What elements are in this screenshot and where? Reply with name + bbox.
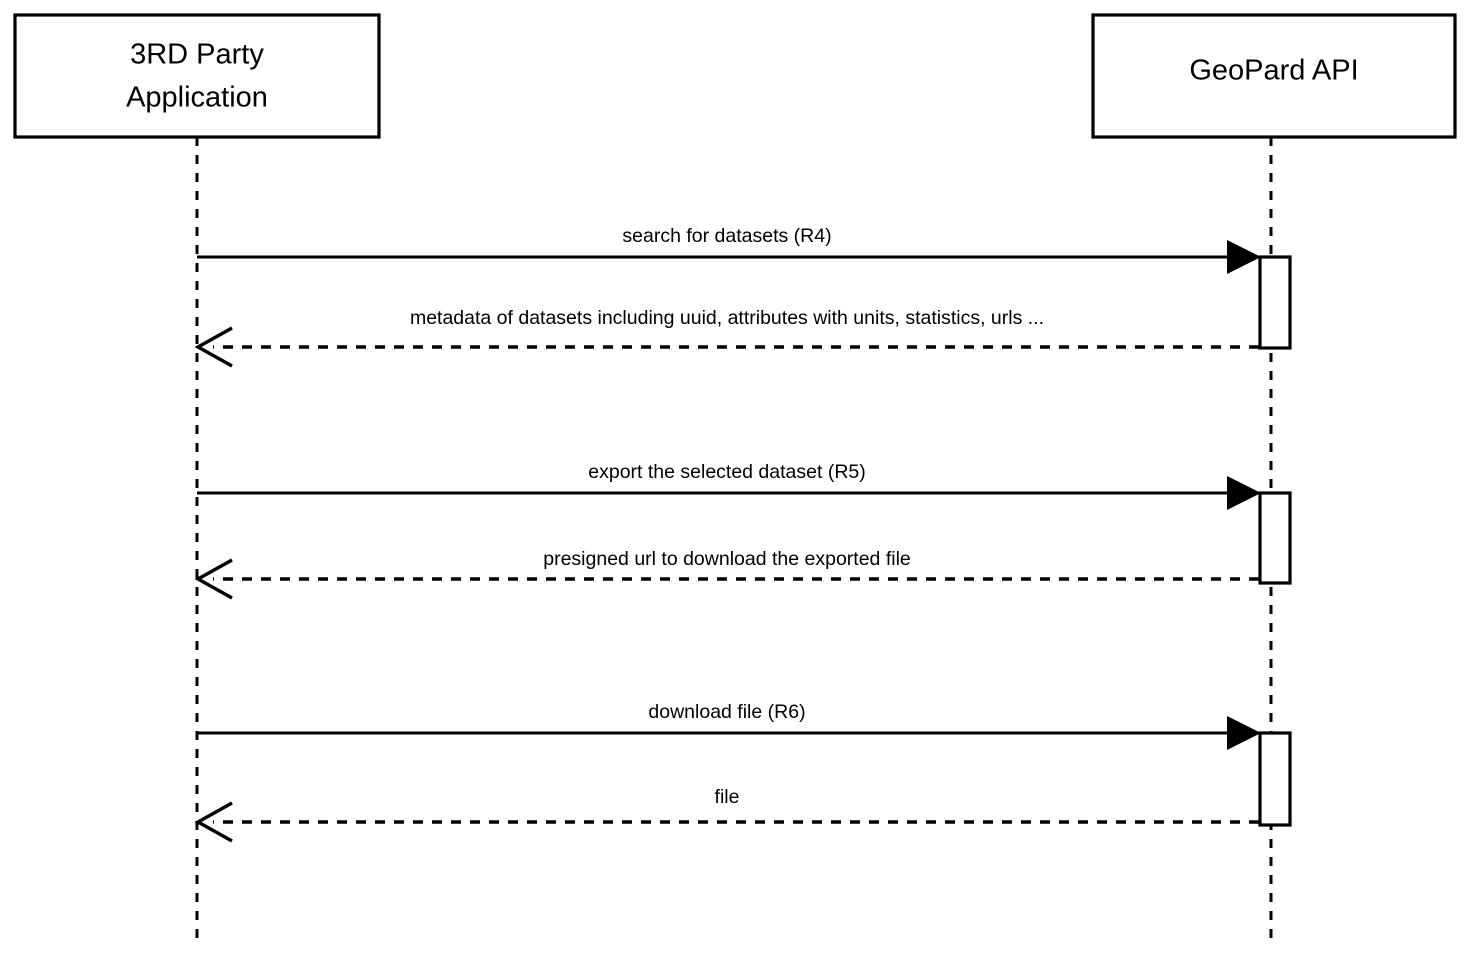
activation-bar-geopard-api-3 <box>1258 731 1292 827</box>
message-label-6: file <box>715 786 740 808</box>
participant-box-third-party-application <box>13 13 381 139</box>
activation-bar-geopard-api-2 <box>1258 491 1292 585</box>
message-arrowhead-4 <box>194 558 233 600</box>
message-6-file[interactable]: file <box>194 786 1259 843</box>
message-arrowhead-2 <box>194 326 233 368</box>
activation-bar-geopard-api-1 <box>1258 255 1292 350</box>
message-label-5: download file (R6) <box>648 701 805 723</box>
message-label-1: search for datasets (R4) <box>622 225 831 247</box>
message-arrowhead-6 <box>194 801 233 843</box>
message-2-metadata-of-datasets[interactable]: metadata of datasets including uuid, att… <box>194 307 1259 368</box>
message-5-download-file[interactable]: download file (R6) <box>197 701 1261 750</box>
message-label-3: export the selected dataset (R5) <box>588 461 866 483</box>
message-1-search-for-datasets[interactable]: search for datasets (R4) <box>197 225 1261 274</box>
participant-box-geopard-api <box>1091 13 1457 139</box>
participant-label-third-party-application-line2: Application <box>126 82 268 114</box>
participant-third-party-application[interactable]: 3RD Party Application <box>13 13 381 139</box>
participant-label-geopard-api-line1: GeoPard API <box>1189 55 1358 87</box>
message-4-presigned-url[interactable]: presigned url to download the exported f… <box>194 548 1259 600</box>
participant-geopard-api[interactable]: GeoPard API <box>1091 13 1457 139</box>
message-3-export-the-selected-dataset[interactable]: export the selected dataset (R5) <box>197 461 1261 510</box>
message-arrowhead-1 <box>1227 240 1261 274</box>
participant-label-third-party-application-line1: 3RD Party <box>130 39 264 71</box>
message-label-4: presigned url to download the exported f… <box>543 548 911 570</box>
message-label-2: metadata of datasets including uuid, att… <box>410 307 1044 329</box>
message-arrowhead-5 <box>1227 716 1261 750</box>
message-arrowhead-3 <box>1227 476 1261 510</box>
